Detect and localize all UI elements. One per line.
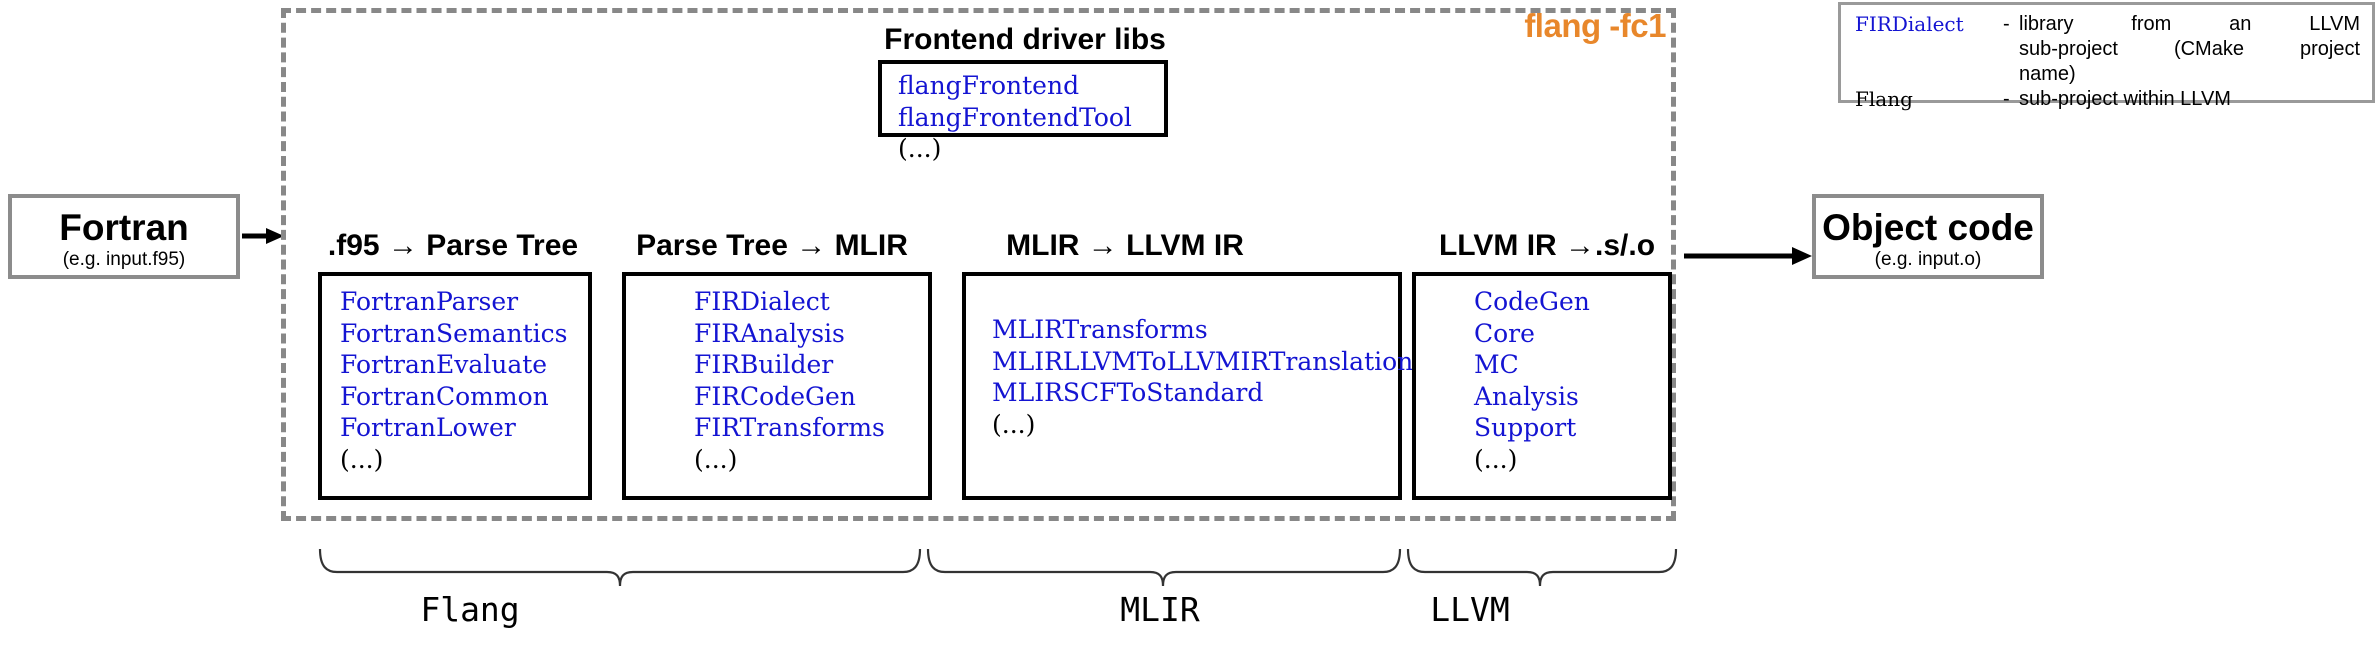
legend-row: Flang - sub-project within LLVM (1855, 87, 2360, 112)
frontend-lib-list: flangFrontend flangFrontendTool (...) (898, 70, 1164, 165)
list-item: MLIRSCFToStandard (992, 378, 1264, 407)
list-item: FortranEvaluate (340, 350, 548, 379)
legend-row-cont: name) (1855, 62, 2360, 87)
list-item: FortranSemantics (340, 318, 568, 348)
brace-mlir (926, 548, 1402, 587)
list-item: Analysis (1474, 381, 1579, 411)
legend-definition-line: library from an LLVM (2019, 13, 2360, 35)
output-object-code-box: Object code (e.g. input.o) (1812, 194, 2044, 279)
stage-box-llvm-ir: MLIRTransforms MLIRLLVMToLLVMIRTranslati… (962, 272, 1414, 500)
list-item: FortranParser (340, 287, 519, 316)
arrow-driver-to-output (1684, 247, 1812, 265)
list-item-ellipsis: (...) (694, 444, 738, 474)
stage-lib-list: MLIRTransforms MLIRLLVMToLLVMIRTranslati… (992, 314, 1414, 440)
stage-box-mlir: FIRDialect FIRAnalysis FIRBuilder FIRCod… (622, 272, 932, 500)
flang-fc1-container (281, 8, 1676, 521)
output-title: Object code (1822, 207, 2034, 248)
stage-box-parse-tree: FortranParser FortranSemantics FortranEv… (318, 272, 592, 500)
frontend-driver-libs-box: flangFrontend flangFrontendTool (...) (878, 60, 1168, 163)
list-item: flangFrontend (898, 71, 1080, 100)
stage-lib-list: CodeGen Core MC Analysis Support (...) (1474, 286, 1668, 475)
group-label-mlir: MLIR (1120, 590, 1200, 629)
list-item: FIRAnalysis (694, 318, 845, 348)
group-label-llvm: LLVM (1430, 590, 1510, 629)
legend-box: FIRDialect - library from an LLVM sub-pr… (1838, 2, 2375, 111)
stage-heading-parse-tree: .f95 → Parse Tree (327, 229, 579, 262)
stage-heading-mlir: Parse Tree → MLIR (636, 229, 908, 262)
list-item: CodeGen (1474, 287, 1590, 316)
stage-box-object: CodeGen Core MC Analysis Support (...) (1412, 272, 1672, 500)
legend-definition-line: sub-project within LLVM (2019, 88, 2231, 110)
frontend-driver-libs-heading: Frontend driver libs (884, 23, 1166, 56)
brace-flang (318, 548, 922, 587)
list-item-ellipsis: (...) (340, 444, 384, 474)
stage-heading-object: LLVM IR →.s/.o (1438, 229, 1656, 262)
list-item: MC (1474, 350, 1519, 379)
list-item: flangFrontendTool (898, 102, 1132, 132)
output-subtitle: (e.g. input.o) (1874, 249, 1982, 270)
input-fortran-box: Fortran (e.g. input.f95) (8, 194, 240, 279)
stage-heading-llvm-ir: MLIR → LLVM IR (1006, 229, 1244, 262)
list-item: FortranLower (340, 413, 516, 442)
list-item: FIRTransforms (694, 413, 885, 442)
arrow-input-to-driver (242, 228, 284, 244)
list-item: Core (1474, 318, 1535, 348)
input-subtitle: (e.g. input.f95) (62, 249, 186, 270)
list-item-ellipsis: (...) (1474, 444, 1518, 474)
legend-term: FIRDialect (1855, 12, 1964, 36)
list-item: FIRCodeGen (694, 381, 856, 411)
stage-lib-list: FIRDialect FIRAnalysis FIRBuilder FIRCod… (694, 286, 928, 475)
list-item: MLIRTransforms (992, 315, 1208, 344)
brace-llvm (1406, 548, 1678, 587)
flang-fc1-label: flang -fc1 (1524, 7, 1666, 44)
list-item: Support (1474, 413, 1577, 442)
legend-dash: - (2003, 88, 2010, 110)
group-label-flang: Flang (420, 590, 520, 629)
list-item: FortranCommon (340, 381, 549, 411)
legend-term: Flang (1855, 87, 1913, 111)
stage-lib-list: FortranParser FortranSemantics FortranEv… (340, 286, 588, 475)
list-item-ellipsis: (...) (898, 134, 942, 163)
legend-dash: - (2003, 13, 2010, 35)
list-item: FIRBuilder (694, 350, 834, 379)
input-title: Fortran (59, 207, 189, 248)
legend-row-cont: sub-project (CMake project (1855, 37, 2360, 62)
list-item: FIRDialect (694, 287, 830, 316)
legend-definition-line: name) (2019, 63, 2076, 85)
list-item-ellipsis: (...) (992, 409, 1036, 439)
legend-definition-line: sub-project (CMake project (2019, 38, 2360, 60)
list-item: MLIRLLVMToLLVMIRTranslation (992, 346, 1414, 376)
legend-row: FIRDialect - library from an LLVM (1855, 12, 2360, 37)
